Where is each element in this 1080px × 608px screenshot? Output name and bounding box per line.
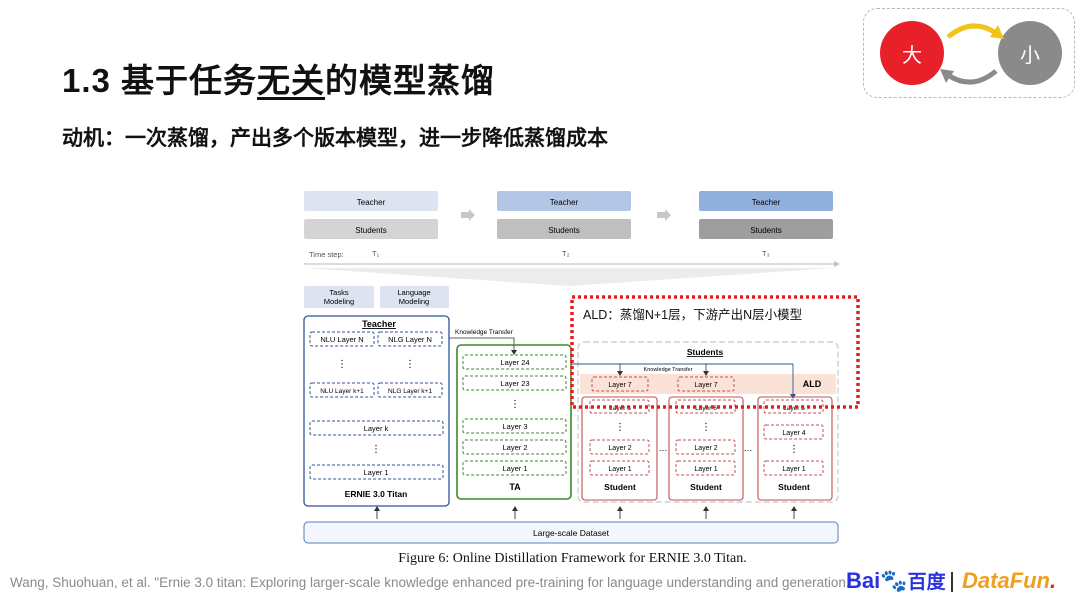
vertical-dots: ⋮ [510, 399, 520, 410]
nlg-layer-n: NLG Layer N [388, 335, 432, 344]
student-label: Student [690, 482, 722, 492]
student-box: Layer 7 Layer 6 ⋮ Layer 2 Layer 1 Studen… [668, 376, 744, 501]
datafun-logo: DataFun. [962, 568, 1056, 594]
dataset-label: Large-scale Dataset [533, 528, 610, 538]
right-arrow-icon [657, 209, 671, 221]
svg-text:Modeling: Modeling [324, 297, 354, 306]
ta-label: TA [509, 482, 521, 492]
students-title: Students [687, 347, 724, 357]
nlu-layer-k1: NLU Layer k+1 [320, 388, 364, 395]
dataset-arrows [376, 509, 795, 519]
student-layer: Layer 4 [782, 430, 805, 437]
ta-layer: Layer 1 [502, 464, 527, 473]
teacher-layer-k: Layer k [364, 424, 389, 433]
teacher-label-t3: Teacher [752, 198, 781, 207]
svg-text:Modeling: Modeling [399, 297, 429, 306]
teacher-footer: ERNIE 3.0 Titan [345, 489, 408, 499]
dataset-box [303, 521, 839, 544]
vertical-dots: ⋮ [615, 422, 625, 433]
student-layer: Layer 7 [694, 382, 717, 389]
ald-label: ALD [803, 379, 822, 389]
student-label: Student [604, 482, 636, 492]
big-size-button[interactable]: 大 [880, 21, 944, 85]
title-underlined: 无关 [257, 62, 326, 99]
horizontal-ellipsis: … [659, 443, 668, 453]
figure-caption: Figure 6: Online Distillation Framework … [398, 551, 747, 566]
datafun-logo-text: DataFun [962, 568, 1050, 593]
vertical-dots: ⋮ [789, 444, 799, 455]
student-layer: Layer 1 [782, 466, 805, 473]
ald-band [580, 374, 836, 394]
knowledge-transfer-label-1: Knowledge Transfer [455, 329, 514, 336]
swap-arrows-icon [940, 23, 1004, 85]
citation: Wang, Shuohuan, et al. "Ernie 3.0 titan:… [10, 575, 855, 590]
title-suffix: 的模型蒸馏 [325, 62, 496, 99]
teacher-label-t1: Teacher [357, 198, 386, 207]
timeline: Teacher Students Teacher Students Teache… [304, 191, 840, 286]
knowledge-transfer-label-2: Knowledge Transfer [644, 367, 693, 373]
title-prefix: 1.3 基于任务 [62, 62, 258, 99]
timestep-label: Time step: [309, 250, 344, 259]
svg-text:Language: Language [397, 288, 430, 297]
student-box: Layer 7 Layer 6 ⋮ Layer 2 Layer 1 Studen… [581, 376, 658, 501]
datafun-logo-dot: . [1050, 568, 1057, 593]
page-title: 1.3 基于任务无关的模型蒸馏 [62, 54, 495, 102]
ta-layer: Layer 2 [502, 443, 527, 452]
student-layer: Layer 1 [608, 466, 631, 473]
timestep-t3: T₃ [762, 249, 770, 258]
student-layer: Layer 2 [694, 445, 717, 452]
teacher-box: Teacher NLU Layer N NLG Layer N ⋮ ⋮ NLU … [303, 315, 450, 507]
timestep-t2: T₂ [562, 249, 570, 258]
nlg-layer-k1: NLG Layer k+1 [388, 388, 432, 395]
logo-divider [951, 572, 953, 592]
teacher-title: Teacher [362, 319, 396, 329]
svg-text:Tasks: Tasks [329, 288, 348, 297]
student-layer: Layer 5 [783, 405, 805, 412]
students-label-t1: Students [355, 226, 387, 235]
students-label-t2: Students [548, 226, 580, 235]
ta-layer: Layer 3 [502, 422, 527, 431]
students-label-t3: Students [750, 226, 782, 235]
ald-note: ALD：蒸馏N+1层，下游产出N层小模型 [583, 307, 802, 322]
tasks-modeling-head [304, 286, 374, 308]
right-arrow-icon [461, 209, 475, 221]
teacher-layer-1: Layer 1 [363, 468, 388, 477]
student-label: Student [778, 482, 810, 492]
student-box: Layer 5 Layer 4 ⋮ Layer 1 Student [757, 396, 833, 501]
horizontal-ellipsis: … [744, 443, 753, 453]
baidu-logo: Bai🐾百度 [846, 567, 946, 594]
vertical-dots: ⋮ [337, 359, 347, 370]
ta-box: Layer 24 Layer 23 ⋮ Layer 3 Layer 2 Laye… [456, 344, 572, 500]
student-layer: Layer 6 [609, 405, 631, 412]
small-size-button[interactable]: 小 [998, 21, 1062, 85]
nlu-layer-n: NLU Layer N [320, 335, 363, 344]
student-layer: Layer 7 [608, 382, 631, 389]
size-toggle: 大 小 [863, 8, 1075, 98]
timestep-t1: T₁ [372, 249, 380, 258]
vertical-dots: ⋮ [701, 422, 711, 433]
baidu-logo-cn: 百度 [907, 572, 946, 593]
timeline-funnel [304, 268, 834, 286]
baidu-logo-latin: Bai [846, 568, 881, 593]
paw-icon: 🐾 [880, 568, 908, 593]
teacher-label-t2: Teacher [550, 198, 579, 207]
student-layer: Layer 1 [694, 466, 717, 473]
vertical-dots: ⋮ [371, 444, 381, 455]
slide-subtitle: 动机：一次蒸馏，产出多个版本模型，进一步降低蒸馏成本 [62, 127, 608, 150]
ta-layer: Layer 23 [500, 379, 529, 388]
vertical-dots: ⋮ [405, 359, 415, 370]
language-modeling-head [380, 286, 449, 308]
ta-layer: Layer 24 [500, 358, 529, 367]
student-layer: Layer 2 [608, 445, 631, 452]
